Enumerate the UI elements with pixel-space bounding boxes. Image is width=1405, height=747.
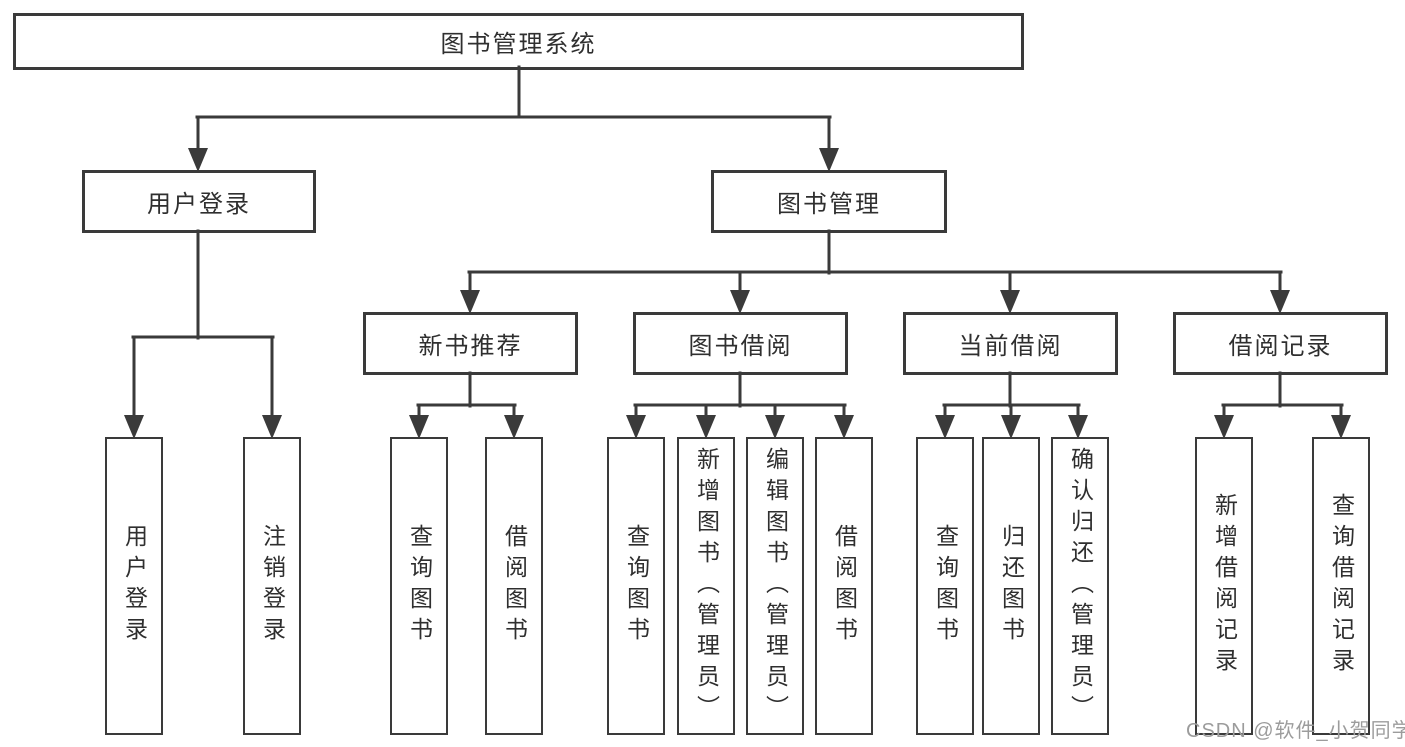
leaf-borrow-borrow-books: 借阅图书 — [815, 437, 873, 735]
node-user-login: 用户登录 — [82, 170, 316, 233]
leaf-borrow-search-books: 查询图书 — [607, 437, 665, 735]
leaf-borrow-edit-books-admin: 编辑图书（管理员） — [746, 437, 804, 735]
leaf-current-return-books: 归还图书 — [982, 437, 1040, 735]
leaf-borrow-add-books-admin: 新增图书（管理员） — [677, 437, 735, 735]
node-library-management-system: 图书管理系统 — [13, 13, 1024, 70]
leaf-recommend-search-books: 查询图书 — [390, 437, 448, 735]
leaf-records-search-borrow-record: 查询借阅记录 — [1312, 437, 1370, 735]
node-book-management: 图书管理 — [711, 170, 947, 233]
leaf-current-confirm-return-admin: 确认归还（管理员） — [1051, 437, 1109, 735]
leaf-recommend-borrow-books: 借阅图书 — [485, 437, 543, 735]
watermark: CSDN @软件_小贺同学 — [1186, 720, 1405, 742]
leaf-user-login: 用户登录 — [105, 437, 163, 735]
leaf-current-search-books: 查询图书 — [916, 437, 974, 735]
node-borrowing-records: 借阅记录 — [1173, 312, 1388, 375]
leaf-logout: 注销登录 — [243, 437, 301, 735]
leaf-records-add-borrow-record: 新增借阅记录 — [1195, 437, 1253, 735]
node-new-book-recommendation: 新书推荐 — [363, 312, 578, 375]
node-current-borrowing: 当前借阅 — [903, 312, 1118, 375]
node-book-borrowing: 图书借阅 — [633, 312, 848, 375]
